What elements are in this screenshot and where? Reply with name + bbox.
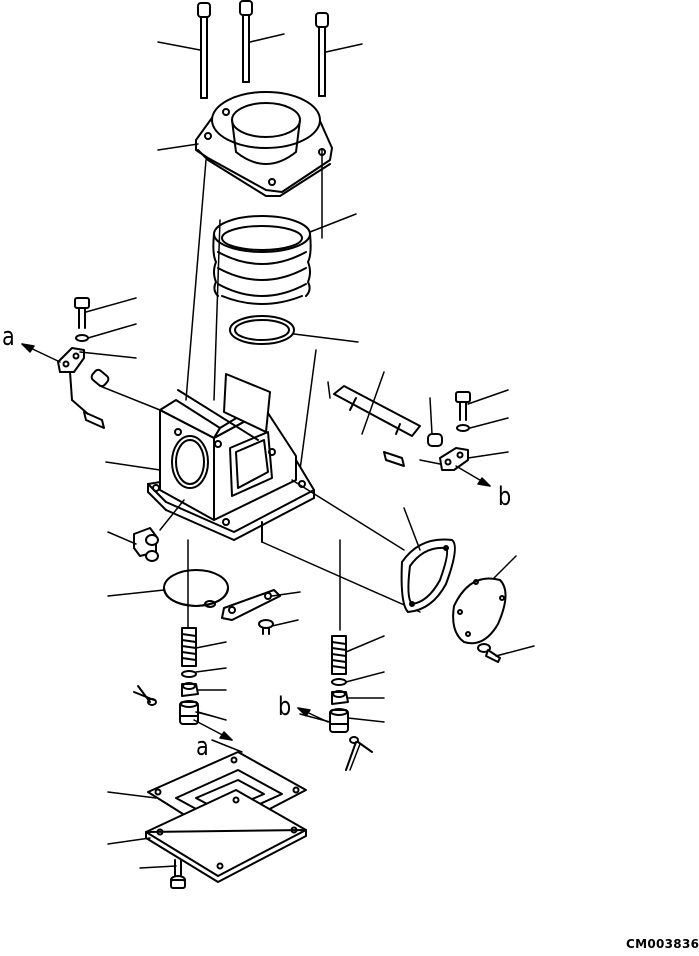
bellows <box>213 216 310 304</box>
disc-pin <box>205 601 215 607</box>
arrow-b-left <box>298 708 328 722</box>
left-bolt <box>75 298 89 328</box>
right-rod <box>334 386 420 436</box>
reference-label-b-left: b <box>278 692 292 722</box>
reference-label-a-top: a <box>2 322 15 352</box>
main-housing <box>148 374 314 540</box>
left-spring-plug <box>180 701 198 724</box>
right-pin <box>428 434 442 446</box>
top-flange <box>196 92 332 196</box>
left-spring-washer <box>182 671 196 677</box>
right-spring <box>332 636 346 674</box>
link-bar-bolt <box>259 620 273 634</box>
drawing-code: CM003836 <box>626 937 699 951</box>
right-small-screw <box>384 452 404 466</box>
right-spring-washer <box>332 679 346 685</box>
left-cotter-pin <box>134 686 156 705</box>
cover-disc <box>164 570 228 606</box>
side-cover <box>453 578 505 643</box>
left-small-screw <box>84 412 104 428</box>
arrow-a-top <box>22 344 60 362</box>
arrow-b-right <box>456 466 490 486</box>
arrow-a-bottom <box>194 720 232 740</box>
right-clamp-block <box>440 448 468 470</box>
o-ring <box>230 316 294 344</box>
bottom-base-plate <box>146 790 306 882</box>
right-washer <box>457 425 469 431</box>
leader-lines <box>80 34 534 868</box>
left-clamp-block <box>58 348 84 372</box>
side-gasket <box>402 539 455 612</box>
cover-bolt <box>478 644 500 662</box>
left-washer <box>76 335 88 341</box>
reference-label-a-bottom: a <box>196 732 209 762</box>
right-spring-nut <box>332 691 348 704</box>
left-spring-nut <box>182 683 198 696</box>
nut-pair-left <box>134 528 158 561</box>
bottom-bolt <box>171 860 185 888</box>
reference-label-b-right: b <box>498 482 512 512</box>
left-pin <box>90 368 110 387</box>
right-bolt <box>456 392 470 420</box>
right-cotter-pin <box>346 737 372 770</box>
right-spring-plug <box>330 709 348 732</box>
long-bolt-right <box>316 13 328 96</box>
long-bolt-middle <box>240 1 252 82</box>
link-bar <box>222 590 280 620</box>
left-spring <box>182 628 196 666</box>
long-bolt-left <box>198 3 210 98</box>
